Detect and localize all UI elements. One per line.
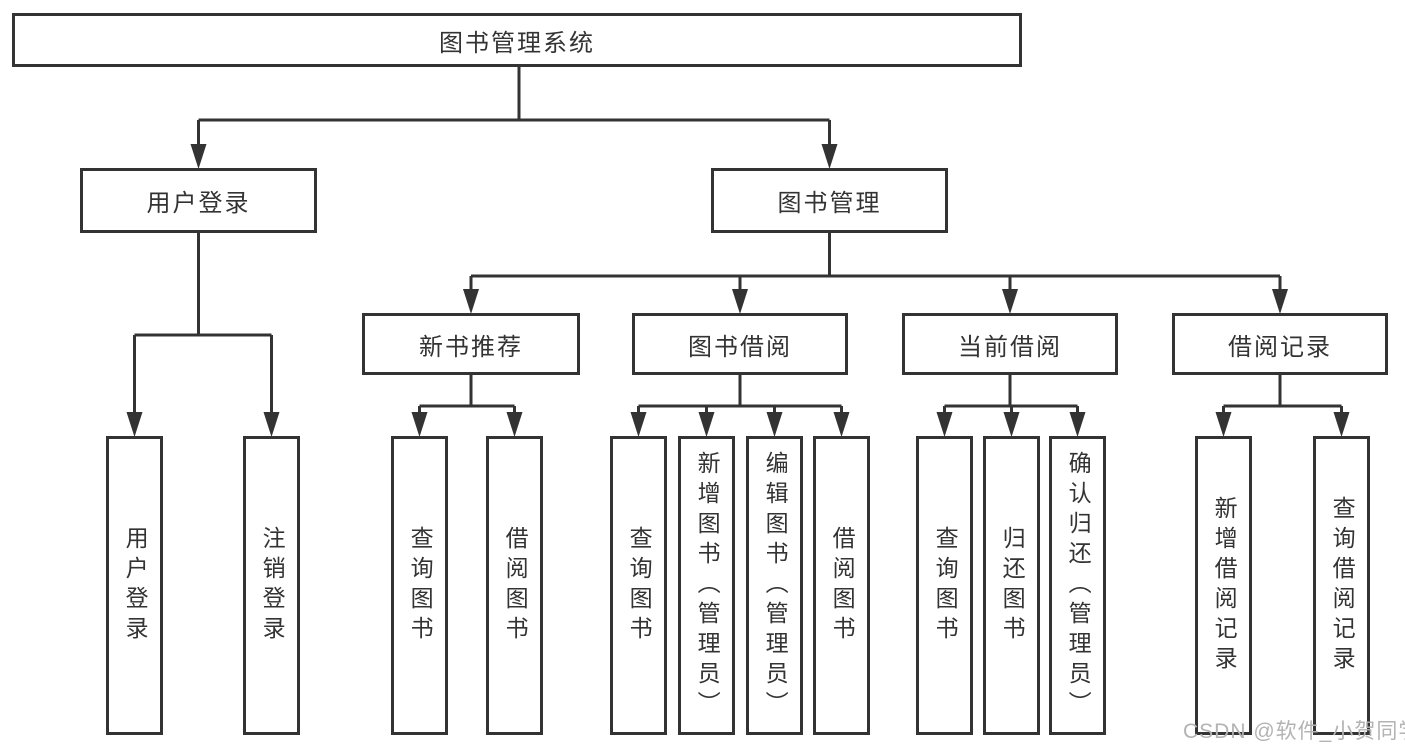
node-borrow-records: 借阅记录 [1172,313,1388,375]
leaf-bb-borrow-books: 借阅图书 [813,436,870,735]
node-user-login: 用户登录 [80,168,317,233]
leaf-logout: 注销登录 [243,436,300,735]
node-book-management: 图书管理 [711,168,948,233]
node-book-borrow: 图书借阅 [632,313,848,375]
watermark: CSDN @软件_小贺同学 [1183,720,1405,743]
leaf-nb-query-books: 查询图书 [391,436,448,735]
leaf-bb-edit-books: 编辑图书（管理员） [746,436,803,735]
leaf-br-query-record: 查询借阅记录 [1313,436,1370,735]
leaf-nb-borrow-books: 借阅图书 [486,436,543,735]
leaf-bb-add-books: 新增图书（管理员） [678,436,735,735]
leaf-cb-confirm-return: 确认归还（管理员） [1049,436,1106,735]
leaf-user-login: 用户登录 [106,436,163,735]
leaf-cb-return-books: 归还图书 [983,436,1040,735]
node-root: 图书管理系统 [12,13,1022,67]
leaf-cb-query-books: 查询图书 [916,436,973,735]
node-current-borrow: 当前借阅 [902,313,1118,375]
leaf-br-add-record: 新增借阅记录 [1195,436,1252,735]
node-new-book-recommend: 新书推荐 [362,313,580,375]
leaf-bb-query-books: 查询图书 [610,436,667,735]
